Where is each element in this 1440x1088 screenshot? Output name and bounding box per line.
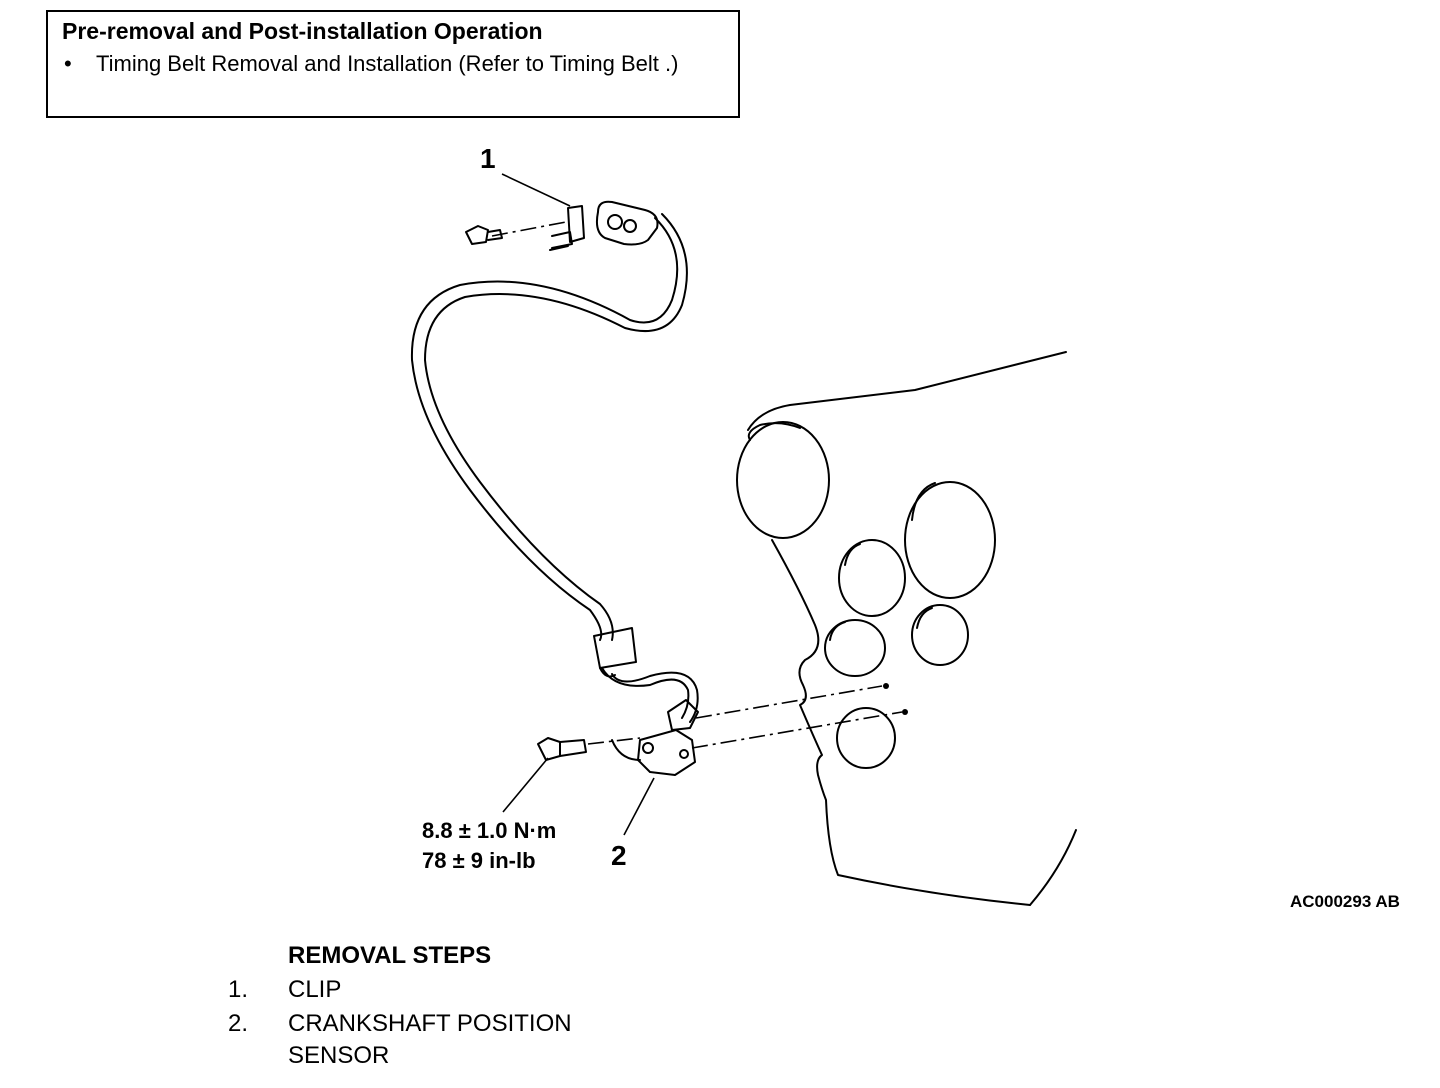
operation-title: Pre-removal and Post-installation Operat… [62, 18, 543, 44]
step-label: CLIP [288, 976, 342, 1003]
torque-nm: 8.8 ± 1.0 N·m [422, 818, 556, 843]
callout-2: 2 [611, 840, 627, 871]
leader-line-2 [623, 777, 655, 836]
step-label: CRANKSHAFT POSITION SENSOR [288, 1010, 572, 1069]
callout-1: 1 [480, 143, 496, 174]
torque-inlb: 78 ± 9 in-lb [422, 848, 536, 873]
step-number: 1. [228, 976, 249, 1003]
figure-id: AC000293 AB [1290, 892, 1400, 911]
operation-item: • Timing Belt Removal and Installation (… [62, 51, 724, 76]
step-row: 2. CRANKSHAFT POSITION SENSOR [228, 1008, 648, 1072]
bullet-icon: • [64, 51, 72, 76]
crankshaft-position-sensor [537, 699, 699, 776]
connector [465, 200, 659, 251]
operation-box: Pre-removal and Post-installation Operat… [46, 10, 740, 118]
sensor-harness [410, 213, 699, 723]
leader-line-1 [501, 173, 571, 207]
step-row: 1. CLIP [228, 976, 648, 1004]
step-number: 2. [228, 1010, 249, 1037]
engine-block [736, 351, 1077, 906]
removal-steps-title: REMOVAL STEPS [288, 942, 492, 969]
alignment-lines [491, 221, 903, 749]
operation-item-text: Timing Belt Removal and Installation (Re… [96, 51, 679, 76]
leader-line-torque [502, 757, 549, 813]
alignment-points [883, 683, 908, 715]
